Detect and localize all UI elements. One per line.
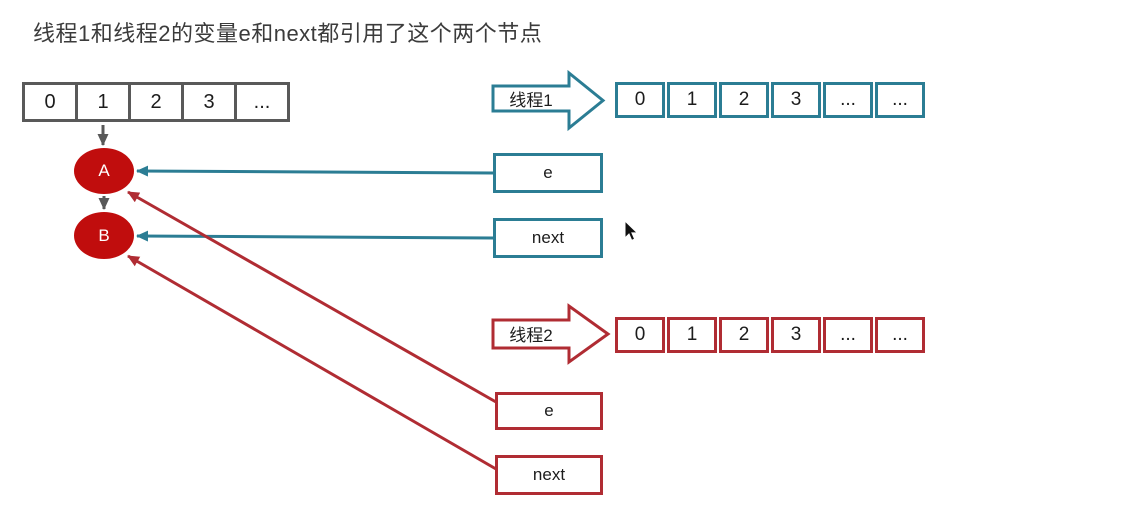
slide-title: 线程1和线程2的变量e和next都引用了这个两个节点 <box>33 21 543 46</box>
thread1-array-cell: 0 <box>615 82 665 118</box>
thread2-e-box: e <box>495 392 603 430</box>
thread1-array-cell: ... <box>875 82 925 118</box>
thread1-array-cell: 1 <box>667 82 717 118</box>
thread1-label: 线程1 <box>509 91 553 110</box>
arrow-thread1-next-to-node-b <box>136 230 494 242</box>
bucket-array: 0 1 2 3 ... <box>22 82 290 122</box>
node-b: B <box>74 212 134 259</box>
thread1-e-box: e <box>493 153 603 193</box>
thread1-next-box: next <box>493 218 603 258</box>
thread2-label: 线程2 <box>509 325 553 345</box>
thread2-array: 0 1 2 3 ... ... <box>615 317 927 353</box>
bucket-array-cell: 1 <box>75 82 131 122</box>
thread1-e-label: e <box>543 163 553 182</box>
thread2-e-label: e <box>544 401 554 420</box>
thread2-block-arrow <box>491 303 611 365</box>
thread2-next-label: next <box>532 465 566 484</box>
bucket-array-cell: 3 <box>181 82 237 122</box>
bucket-array-cell: 2 <box>128 82 184 122</box>
node-a: A <box>74 148 134 194</box>
thread2-array-cell: 3 <box>771 317 821 353</box>
thread1-array: 0 1 2 3 ... ... <box>615 82 927 118</box>
bucket-array-cell: 0 <box>22 82 78 122</box>
arrow-thread2-next-to-node-b <box>127 254 497 471</box>
thread1-array-cell: 3 <box>771 82 821 118</box>
arrow-thread1-e-to-node-a <box>136 165 494 177</box>
thread2-array-cell: 1 <box>667 317 717 353</box>
thread2-array-cell: ... <box>875 317 925 353</box>
thread2-array-cell: 0 <box>615 317 665 353</box>
thread1-block-arrow <box>491 69 606 132</box>
thread2-array-cell: 2 <box>719 317 769 353</box>
thread1-array-cell: ... <box>823 82 873 118</box>
node-a-label: A <box>98 161 110 180</box>
thread2-next-box: next <box>495 455 603 495</box>
mouse-pointer-icon <box>624 219 639 241</box>
thread1-next-label: next <box>531 228 565 247</box>
thread1-array-cell: 2 <box>719 82 769 118</box>
arrow-thread2-e-to-node-a <box>127 190 497 404</box>
node-b-label: B <box>98 225 110 245</box>
thread2-array-cell: ... <box>823 317 873 353</box>
bucket-array-cell: ... <box>234 82 290 122</box>
